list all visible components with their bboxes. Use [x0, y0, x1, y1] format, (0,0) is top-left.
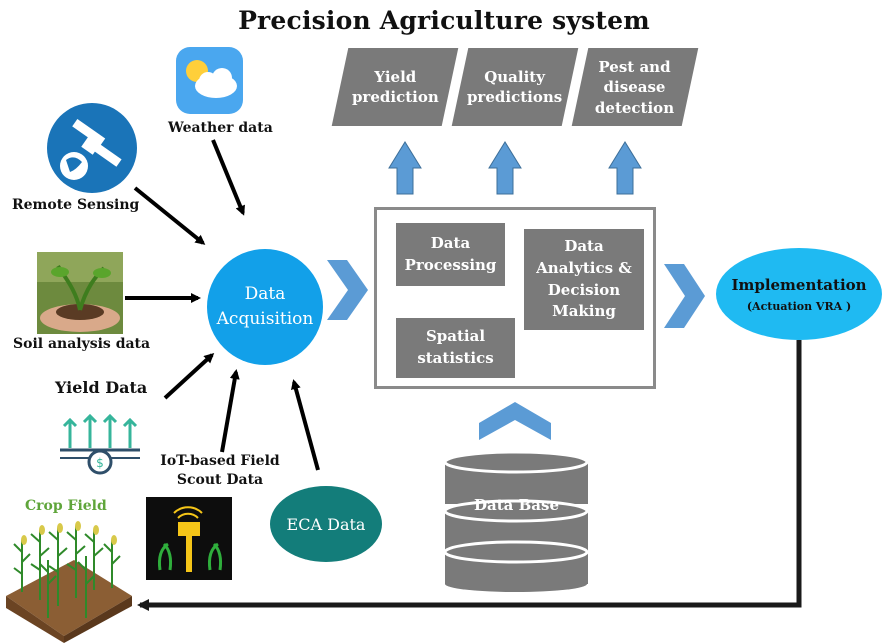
iot-sensor-icon [146, 497, 232, 580]
output-quality-label: Quality predictions [467, 67, 563, 106]
arrow-yield [163, 352, 215, 400]
chevron-to-processing [327, 260, 368, 320]
database-icon [443, 450, 589, 592]
output-yield-label: Yield prediction [351, 67, 439, 106]
up-arrow-pest [608, 141, 642, 195]
chevron-up-database [479, 402, 551, 440]
data-analytics-box: Data Analytics & Decision Making [524, 229, 644, 330]
weather-data-label: Weather data [168, 120, 273, 136]
output-quality-predictions: Quality predictions [451, 48, 579, 126]
implementation-subtitle: (Actuation VRA ) [746, 299, 852, 313]
arrow-remote-sensing [133, 186, 206, 245]
yield-data-label: Yield Data [55, 378, 148, 397]
output-yield-prediction: Yield prediction [331, 48, 459, 126]
implementation-title: Implementation [731, 275, 867, 294]
data-acquisition-node: Data Acquisition [207, 249, 323, 365]
feedback-line [137, 340, 802, 611]
weather-icon [176, 47, 243, 114]
satellite-icon [47, 103, 137, 193]
output-pest-label: Pest and disease detection [595, 57, 675, 117]
spatial-statistics-box: Spatial statistics [396, 318, 515, 378]
yield-icon: $ [55, 408, 145, 480]
data-processing-box: Data Processing [396, 223, 505, 286]
crop-field-image [6, 521, 132, 643]
remote-sensing-label: Remote Sensing [12, 197, 140, 213]
implementation-node: Implementation (Actuation VRA ) [716, 248, 882, 340]
up-arrow-yield [388, 141, 422, 195]
svg-text:$: $ [96, 456, 104, 470]
database-label: Data Base [474, 496, 559, 514]
crop-field-label: Crop Field [25, 498, 107, 514]
arrow-iot [220, 369, 240, 453]
chevron-to-implementation [664, 264, 705, 328]
soil-plant-image [37, 252, 123, 334]
output-pest-detection: Pest and disease detection [571, 48, 699, 126]
eca-data-node: ECA Data [270, 486, 382, 562]
arrow-weather [211, 139, 245, 216]
diagram-title: Precision Agriculture system [238, 6, 650, 35]
up-arrow-quality [488, 141, 522, 195]
arrow-eca [291, 379, 320, 471]
soil-analysis-label: Soil analysis data [13, 336, 151, 352]
iot-scout-label: IoT-based Field Scout Data [160, 453, 280, 488]
